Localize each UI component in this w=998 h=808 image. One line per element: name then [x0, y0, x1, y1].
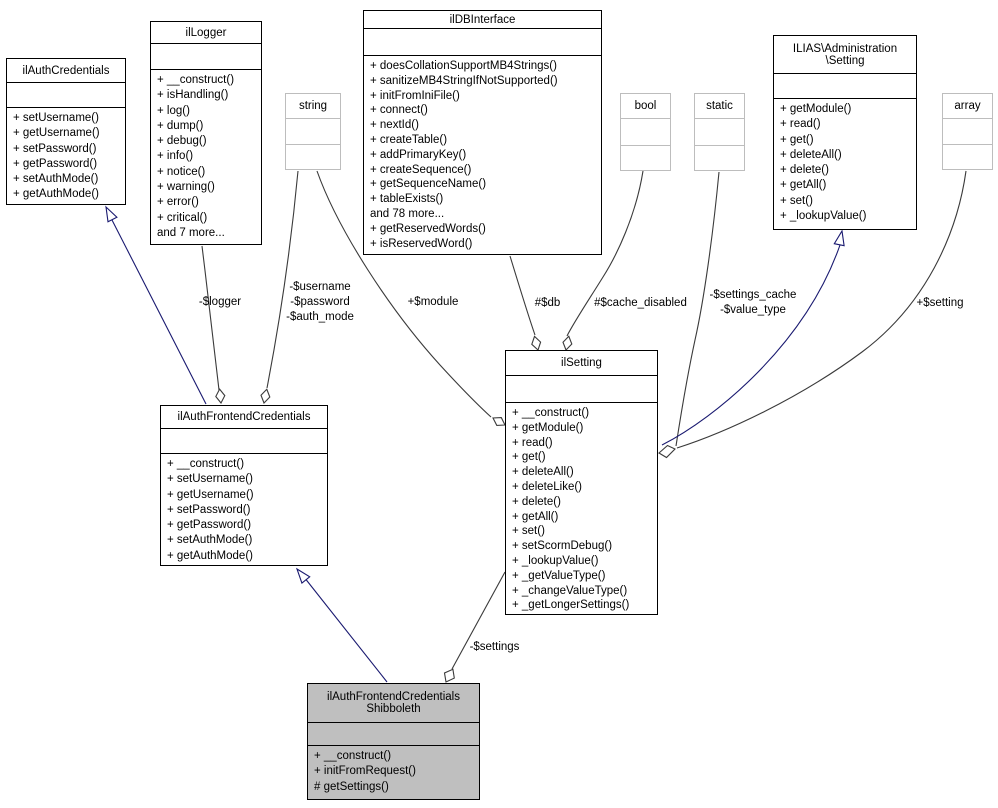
aggregation-diamond-db: [531, 335, 542, 351]
type-methods: [943, 145, 992, 169]
inheritance-arrow-ilauthfrontendcredentials: [295, 567, 311, 585]
type-title: string: [286, 94, 340, 119]
aggregation-diamond-credential-fields: [260, 388, 271, 405]
type-title: static: [695, 94, 744, 119]
class-title: ilAuthFrontendCredentials: [161, 406, 327, 429]
type-methods: [621, 146, 670, 170]
class-methods: + getModule()+ read()+ get()+ deleteAll(…: [780, 103, 867, 223]
edge-array-to-ilsetting: [676, 170, 967, 449]
aggregation-diamond-module: [492, 417, 506, 426]
type-box-string: string: [285, 93, 341, 170]
class-box-ildbinterface[interactable]: ilDBInterface + doesCollationSupportMB4S…: [363, 10, 602, 255]
class-methods: + __construct()+ isHandling()+ log()+ du…: [157, 74, 235, 239]
edge-label-db: #$db: [534, 297, 561, 309]
class-methods: + __construct()+ setUsername()+ getUsern…: [167, 458, 254, 562]
class-methods: + setUsername()+ getUsername()+ setPassw…: [13, 112, 100, 201]
class-attributes: [774, 74, 916, 99]
inheritance-arrow-iliasadministrationsetting: [833, 229, 845, 247]
class-attributes: [161, 429, 327, 454]
aggregation-diamond-settings-cache: [658, 444, 676, 459]
type-attributes: [943, 119, 992, 145]
class-title: ilAuthFrontendCredentials Shibboleth: [308, 684, 479, 723]
type-methods: [286, 145, 340, 169]
class-box-ilauthfrontendcredentialsshibboleth: ilAuthFrontendCredentials Shibboleth + _…: [307, 683, 480, 800]
aggregation-diamond-settings: [443, 668, 455, 683]
edge-label-logger: -$logger: [198, 296, 242, 308]
edge-shibboleth-to-ilauthfrontendcredentials: [303, 576, 388, 683]
edge-label-module: +$module: [407, 296, 459, 308]
edge-ilauthfrontendcredentials-to-ilauthcredentials: [111, 219, 207, 405]
class-box-illogger[interactable]: ilLogger + __construct()+ isHandling()+ …: [150, 21, 262, 245]
type-attributes: [621, 119, 670, 146]
aggregation-diamond-logger: [215, 388, 226, 405]
class-attributes: [506, 376, 657, 403]
class-methods: + doesCollationSupportMB4Strings()+ sani…: [370, 60, 558, 250]
class-attributes: [151, 44, 261, 70]
type-attributes: [695, 119, 744, 146]
class-title: ilLogger: [151, 22, 261, 44]
edge-label-cache-disabled: #$cache_disabled: [594, 297, 687, 309]
class-attributes: [7, 83, 125, 108]
type-box-static: static: [694, 93, 745, 171]
edge-illogger-to-ilauthfrontendcredentials: [201, 245, 220, 391]
edge-label-credential-fields: -$username -$password -$auth_mode: [286, 281, 354, 323]
type-box-bool: bool: [620, 93, 671, 171]
class-title: ilSetting: [506, 351, 657, 376]
type-title: array: [943, 94, 992, 119]
edge-label-settings-cache: -$settings_cache -$value_type: [709, 289, 797, 316]
class-box-ilauthcredentials[interactable]: ilAuthCredentials + setUsername()+ getUs…: [6, 58, 126, 205]
class-box-ilsetting[interactable]: ilSetting + __construct()+ getModule()+ …: [505, 350, 658, 615]
edge-string-to-ilauthfrontendcredentials: [266, 170, 299, 389]
type-title: bool: [621, 94, 670, 119]
edge-bool-to-ilsetting: [566, 170, 644, 337]
edge-ilsetting-to-iliasadministrationsetting: [661, 244, 841, 446]
aggregation-diamond-cache-disabled: [562, 335, 573, 352]
class-attributes: [364, 29, 601, 56]
edge-static-to-ilsetting: [675, 171, 720, 447]
class-box-iliasadministrationsetting[interactable]: ILIAS\Administration \Setting + getModul…: [773, 35, 917, 230]
edge-label-setting: +$setting: [916, 297, 964, 309]
class-box-ilauthfrontendcredentials[interactable]: ilAuthFrontendCredentials + __construct(…: [160, 405, 328, 566]
type-attributes: [286, 119, 340, 145]
edge-string-to-ilsetting: [316, 170, 492, 418]
class-title: ilAuthCredentials: [7, 59, 125, 83]
class-methods: + __construct()+ initFromRequest()# getS…: [314, 750, 416, 793]
class-title: ilDBInterface: [364, 11, 601, 29]
type-box-array: array: [942, 93, 993, 170]
edge-label-settings: -$settings: [469, 641, 520, 653]
inheritance-arrow-ilauthcredentials: [105, 205, 118, 223]
class-title: ILIAS\Administration \Setting: [774, 36, 916, 74]
edge-ilsetting-to-shibboleth: [451, 571, 506, 670]
edge-ildbinterface-to-ilsetting: [509, 255, 536, 336]
type-methods: [695, 146, 744, 170]
class-attributes: [308, 723, 479, 746]
class-methods: + __construct()+ getModule()+ read()+ ge…: [512, 407, 630, 612]
